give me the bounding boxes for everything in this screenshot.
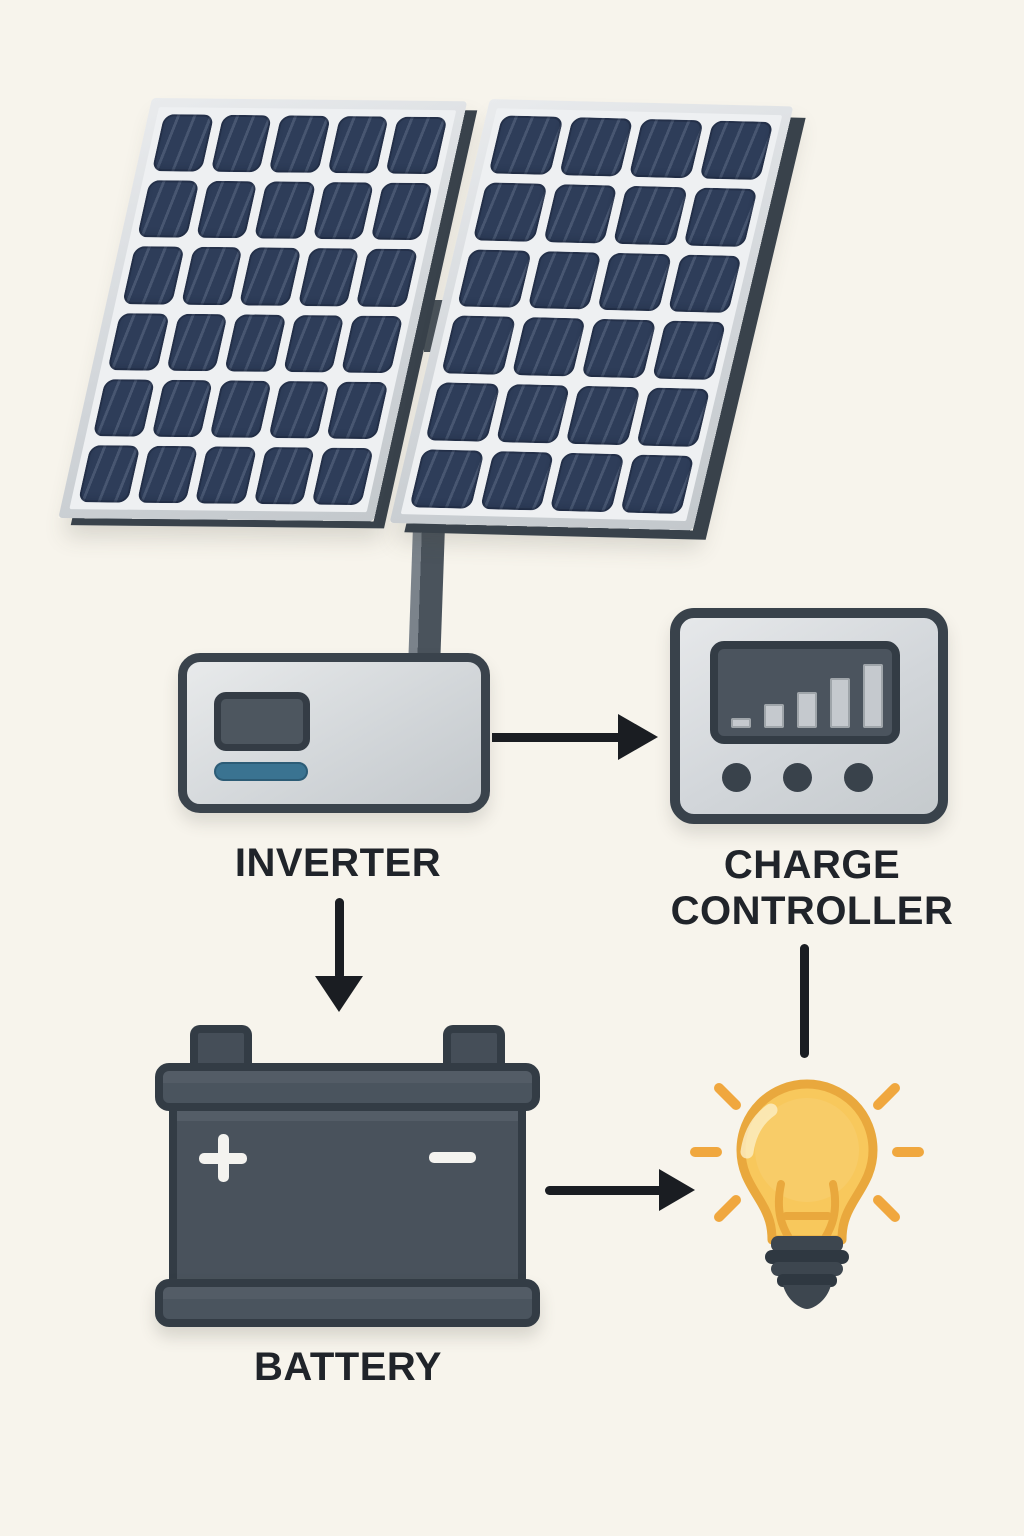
inverter-status-bar: [214, 762, 308, 781]
solar-cell: [370, 182, 433, 241]
solar-cell: [151, 379, 214, 438]
battery-box: [155, 1025, 540, 1330]
arrow-inverter-to-charge-controller: [492, 714, 658, 760]
solar-cell: [355, 248, 419, 307]
arrow-head-icon: [659, 1169, 695, 1211]
arrow-shaft: [492, 733, 622, 742]
solar-cell: [698, 120, 774, 180]
bulb-rays: [690, 1083, 924, 1222]
solar-cell: [268, 380, 331, 439]
solar-cell: [456, 249, 532, 309]
display-bar: [731, 718, 751, 728]
solar-panel-glass: [400, 108, 783, 522]
solar-cell-grid: [77, 114, 448, 506]
solar-cell: [440, 315, 516, 376]
solar-cell: [165, 313, 229, 371]
display-bar: [863, 664, 883, 728]
solar-cell: [77, 444, 141, 503]
battery-label: BATTERY: [254, 1345, 442, 1389]
solar-cell: [239, 247, 302, 306]
solar-panel-glass: [69, 107, 457, 513]
solar-cell: [542, 183, 618, 244]
solar-cell: [511, 317, 586, 377]
solar-cell: [224, 313, 287, 372]
solar-cell: [195, 180, 258, 239]
solar-cell: [92, 378, 155, 437]
solar-cell: [327, 116, 390, 174]
solar-cell-grid: [409, 115, 774, 514]
charge-controller-label: CHARGE CONTROLLER: [670, 843, 954, 933]
charge-controller-box: [670, 608, 948, 824]
bulb-filament: [774, 1180, 840, 1242]
solar-cell: [282, 314, 346, 373]
solar-cell: [122, 246, 185, 305]
bulb-highlight: [740, 1103, 778, 1159]
bulb-inner-glow: [755, 1098, 859, 1202]
solar-cell: [209, 380, 272, 438]
solar-cell: [682, 187, 758, 247]
bulb-base: [765, 1236, 849, 1309]
solar-cell: [596, 252, 672, 312]
solar-cell: [558, 117, 634, 177]
solar-cell: [651, 320, 727, 381]
arrow-head-icon: [618, 714, 658, 760]
solar-cell: [326, 381, 389, 439]
solar-cell: [180, 247, 243, 305]
solar-cell: [549, 452, 625, 513]
solar-cell: [409, 449, 485, 509]
display-bar: [830, 678, 850, 728]
solar-cell: [628, 118, 704, 179]
solar-cell: [297, 248, 360, 307]
solar-cell: [425, 382, 500, 442]
solar-cell: [210, 114, 273, 173]
solar-cell: [107, 312, 170, 371]
solar-cell: [268, 115, 331, 174]
controller-button: [783, 763, 812, 792]
line-charge-controller-to-bulb: [800, 944, 809, 1058]
charge-controller-buttons: [722, 763, 897, 792]
solar-cell: [472, 182, 548, 242]
arrow-shaft: [545, 1186, 665, 1195]
solar-cell: [488, 115, 564, 175]
display-bar: [797, 692, 817, 728]
plus-icon: [199, 1134, 247, 1182]
solar-cell: [565, 386, 641, 446]
display-bar: [764, 704, 784, 728]
solar-cell: [136, 445, 199, 504]
solar-cell: [253, 181, 317, 240]
arrow-inverter-to-battery: [315, 898, 363, 1012]
solar-cell: [312, 182, 375, 240]
inverter-label: INVERTER: [234, 841, 442, 885]
solar-cell: [581, 319, 657, 379]
battery-top-lip: [155, 1063, 540, 1111]
solar-cell: [253, 446, 316, 505]
light-bulb-icon: [690, 1079, 924, 1309]
battery-body: [169, 1105, 526, 1287]
solar-cell: [635, 387, 711, 448]
inverter-screen: [214, 692, 310, 751]
battery-bottom-lip: [155, 1279, 540, 1327]
controller-button: [722, 763, 751, 792]
minus-icon: [429, 1152, 476, 1163]
arrow-shaft: [335, 898, 344, 980]
solar-cell: [194, 446, 258, 504]
inverter-box: [178, 653, 490, 813]
solar-cell: [619, 454, 695, 514]
controller-button: [844, 763, 873, 792]
solar-cell: [151, 114, 214, 172]
solar-cell: [612, 185, 688, 245]
solar-cell: [479, 451, 555, 511]
solar-cell: [495, 384, 571, 444]
solar-cell: [136, 180, 200, 239]
arrow-battery-to-bulb: [545, 1167, 695, 1213]
charge-controller-display: [710, 641, 900, 744]
solar-cell: [385, 116, 448, 175]
solar-cell: [526, 250, 602, 311]
solar-cell: [311, 447, 374, 506]
solar-cell: [667, 254, 742, 314]
solar-cell: [341, 315, 404, 373]
arrow-head-icon: [315, 976, 363, 1012]
